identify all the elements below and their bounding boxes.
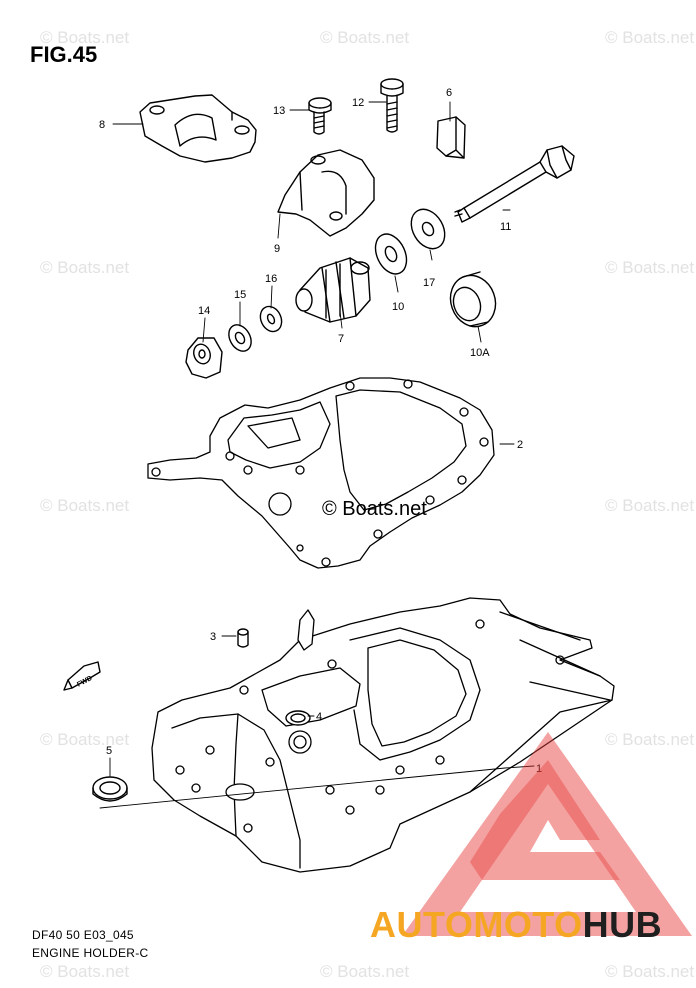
logo-triangle-icon — [402, 732, 692, 936]
part-9-bracket — [277, 149, 375, 237]
part-11-shaft — [454, 145, 575, 223]
part-10a-seal — [449, 271, 497, 328]
part-8-clamp — [139, 94, 257, 163]
leader-lines — [99, 101, 535, 809]
label-4: 4 — [316, 711, 322, 723]
part-4-oring — [285, 710, 311, 726]
watermark: © Boats.net — [320, 28, 410, 47]
figure-title: FIG.45 — [30, 42, 98, 67]
label-10a: 10A — [470, 347, 490, 359]
part-16-washer — [259, 305, 283, 333]
label-3: 3 — [210, 631, 216, 643]
label-12: 12 — [352, 97, 364, 109]
part-7-bushing — [295, 257, 371, 323]
footer-title: ENGINE HOLDER-C — [32, 946, 149, 960]
part-2-gasket — [147, 377, 495, 569]
watermark: © Boats.net — [40, 962, 130, 981]
part-10-washer — [374, 233, 408, 275]
label-15: 15 — [234, 289, 246, 301]
part-13-bolt — [308, 97, 332, 135]
watermark: © Boats.net — [40, 496, 130, 515]
part-1-engine-holder — [151, 597, 615, 873]
part-14-nut — [185, 337, 223, 379]
fwd-arrow — [63, 661, 101, 691]
label-1: 1 — [536, 763, 542, 775]
watermark: © Boats.net — [605, 730, 695, 749]
part-6-pad — [436, 116, 466, 159]
label-10: 10 — [392, 301, 404, 313]
label-13: 13 — [273, 105, 285, 117]
footer-code: DF40 50 E03_045 — [32, 928, 134, 942]
label-5: 5 — [106, 745, 112, 757]
part-17-washer — [410, 208, 446, 250]
watermark: © Boats.net — [605, 28, 695, 47]
watermark: © Boats.net — [320, 962, 410, 981]
logo-wordmark: AUTOMOTOHUB — [370, 904, 662, 946]
watermark: © Boats.net — [40, 730, 130, 749]
watermark: © Boats.net — [40, 258, 130, 277]
watermark: © Boats.net — [40, 28, 130, 47]
label-6: 6 — [446, 87, 452, 99]
watermark-center: © Boats.net — [322, 498, 427, 520]
watermark: © Boats.net — [605, 258, 695, 277]
part-15-washer — [228, 324, 252, 352]
label-14: 14 — [198, 305, 210, 317]
watermark: © Boats.net — [605, 962, 695, 981]
label-17: 17 — [423, 277, 435, 289]
watermark: © Boats.net — [605, 496, 695, 515]
part-12-bolt — [380, 78, 404, 133]
label-7: 7 — [338, 333, 344, 345]
logo-text-part2: HUB — [582, 904, 663, 945]
label-8: 8 — [99, 119, 105, 131]
part-3-dowel — [237, 628, 249, 648]
label-11: 11 — [500, 221, 511, 233]
label-16: 16 — [265, 273, 277, 285]
label-2: 2 — [517, 439, 523, 451]
logo-text-part1: AUTOMOTO — [370, 904, 583, 945]
label-9: 9 — [274, 243, 280, 255]
part-5-seal — [92, 776, 128, 802]
